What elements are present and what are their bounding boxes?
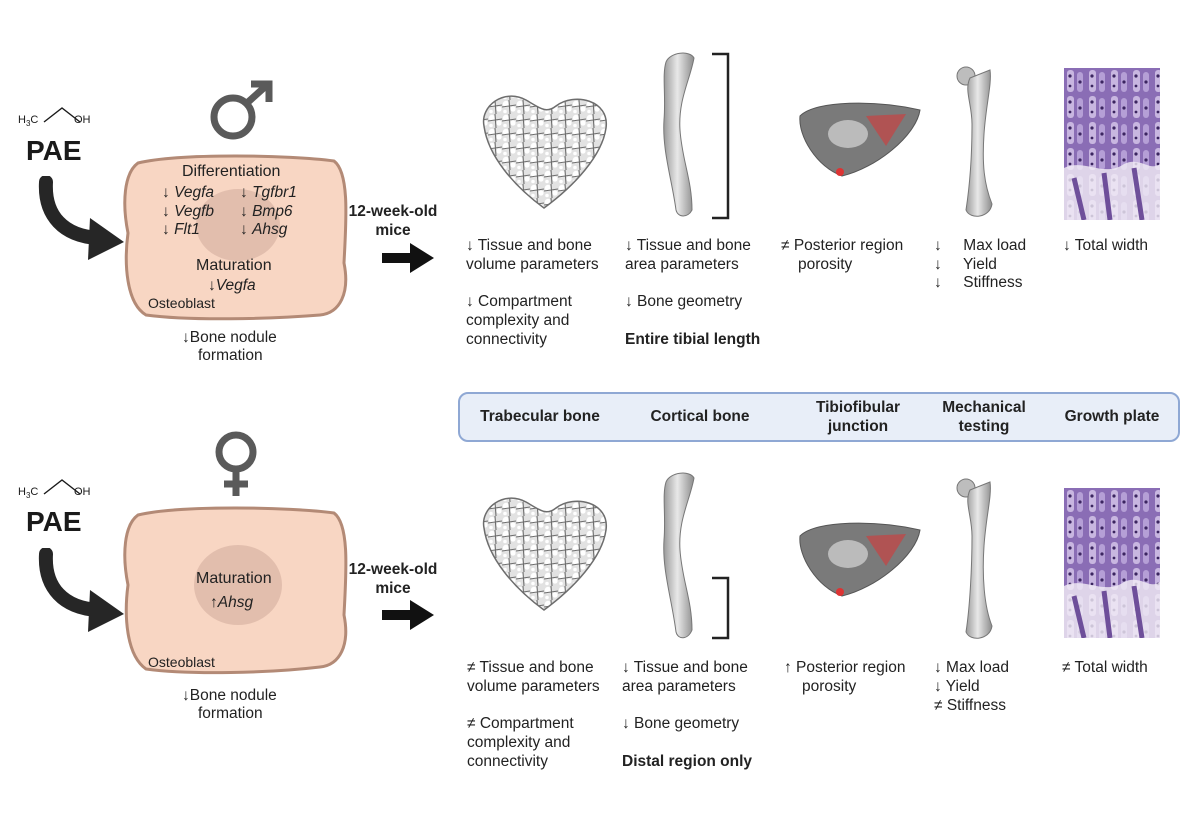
- osteoblast-cell-female: [123, 506, 348, 675]
- femur-icon: [956, 66, 993, 217]
- tibia-icon: [663, 472, 730, 640]
- category-cortical: Cortical bone: [650, 408, 750, 425]
- pae-label: PAE: [26, 135, 82, 166]
- osteoblast-label: Osteoblast: [148, 295, 215, 311]
- curved-arrow-icon: [38, 548, 124, 632]
- osteoblast-label-female: Osteoblast: [148, 654, 215, 670]
- female-trabecular-2: volume parameters: [467, 678, 600, 695]
- category-mechanical: Mechanical testing: [942, 399, 1026, 435]
- chem-oh: OH: [74, 114, 91, 126]
- maturation-title-female: Maturation: [196, 570, 272, 587]
- growth-plate-histology-icon: [1064, 488, 1160, 638]
- male-cortical-region: Entire tibial length: [625, 331, 761, 348]
- tibia-icon: [663, 52, 730, 220]
- male-mechanical-2: ↓ Yield: [934, 256, 997, 273]
- gene-left-1: ↓ Vegfa: [162, 184, 214, 201]
- trabecular-bone-icon: [482, 497, 607, 611]
- female-symbol-icon: [215, 431, 257, 496]
- pae-label-female: PAE: [26, 506, 82, 537]
- male-mechanical-1: ↓ Max load: [934, 237, 1027, 254]
- gene-left-3: ↓ Flt1: [162, 221, 200, 238]
- female-growth-1: ≠ Total width: [1062, 659, 1148, 676]
- female-trabecular-1: ≠ Tissue and bone: [467, 659, 594, 676]
- female-trabecular-5: connectivity: [467, 753, 548, 770]
- femur-icon: [956, 478, 993, 639]
- bone-nodule-line1: ↓Bone nodule: [182, 329, 277, 346]
- bone-nodule-line1-female: ↓Bone nodule: [182, 687, 277, 704]
- male-trabecular-5: connectivity: [466, 331, 547, 348]
- male-cortical-3: ↓ Bone geometry: [625, 293, 743, 310]
- maturation-gene: ↓Vegfa: [208, 277, 256, 294]
- ethanol-bond-icon: [43, 479, 81, 495]
- female-mechanical-3: ≠ Stiffness: [934, 697, 1006, 714]
- right-arrow-icon: [382, 600, 434, 630]
- female-trabecular-3: ≠ Compartment: [467, 715, 574, 732]
- male-tibiofibular-2: porosity: [798, 256, 853, 273]
- female-cortical-region: Distal region only: [622, 753, 753, 770]
- male-trabecular-3: ↓ Compartment: [466, 293, 572, 310]
- female-cortical-1: ↓ Tissue and bone: [622, 659, 748, 676]
- male-cortical-2: area parameters: [625, 256, 739, 273]
- osteoblast-cell: [123, 154, 348, 321]
- trabecular-bone-icon: [482, 95, 607, 209]
- differentiation-title: Differentiation: [182, 163, 281, 180]
- chem-h3c-female: H3C: [18, 486, 39, 501]
- female-cortical-3: ↓ Bone geometry: [622, 715, 740, 732]
- growth-plate-histology-icon: [1064, 68, 1160, 220]
- female-mechanical-2: ↓ Yield: [934, 678, 980, 695]
- maturation-gene-female: ↑Ahsg: [210, 594, 254, 611]
- mice-label-female: 12-week-old mice: [348, 561, 438, 597]
- male-cortical-1: ↓ Tissue and bone: [625, 237, 751, 254]
- male-tibiofibular-1: ≠ Posterior region: [781, 237, 904, 254]
- female-tibiofibular-2: porosity: [802, 678, 857, 695]
- right-arrow-icon: [382, 243, 434, 273]
- chem-oh-female: OH: [74, 486, 91, 498]
- gene-right-3: ↓ Ahsg: [240, 221, 288, 238]
- bone-nodule-line2-female: formation: [198, 705, 263, 722]
- male-symbol-icon: [210, 80, 273, 140]
- mice-label: 12-week-old mice: [348, 203, 438, 239]
- chem-h3c: H3C: [18, 114, 39, 129]
- gene-right-2: ↓ Bmp6: [240, 203, 293, 220]
- tibiofibular-cross-section-icon: [799, 522, 921, 597]
- male-trabecular-2: volume parameters: [466, 256, 599, 273]
- bone-nodule-line2: formation: [198, 347, 263, 364]
- male-growth-1: ↓ Total width: [1063, 237, 1149, 254]
- male-trabecular-4: complexity and: [466, 312, 570, 329]
- female-mechanical-1: ↓ Max load: [934, 659, 1009, 676]
- gene-right-1: ↓ Tgfbr1: [240, 184, 297, 201]
- tibiofibular-cross-section-icon: [799, 102, 921, 177]
- male-mechanical-3: ↓ Stiffness: [934, 274, 1023, 291]
- category-banner: [458, 392, 1180, 442]
- category-tibiofibular: Tibiofibular junction: [815, 399, 901, 435]
- female-tibiofibular-1: ↑ Posterior region: [784, 659, 906, 676]
- ethanol-bond-icon: [43, 107, 81, 123]
- male-trabecular-1: ↓ Tissue and bone: [466, 237, 592, 254]
- female-cortical-2: area parameters: [622, 678, 736, 695]
- maturation-title: Maturation: [196, 257, 272, 274]
- gene-left-2: ↓ Vegfb: [162, 203, 214, 220]
- category-trabecular: Trabecular bone: [480, 408, 600, 425]
- category-growth: Growth plate: [1064, 408, 1160, 425]
- female-trabecular-4: complexity and: [467, 734, 571, 751]
- curved-arrow-icon: [38, 176, 124, 260]
